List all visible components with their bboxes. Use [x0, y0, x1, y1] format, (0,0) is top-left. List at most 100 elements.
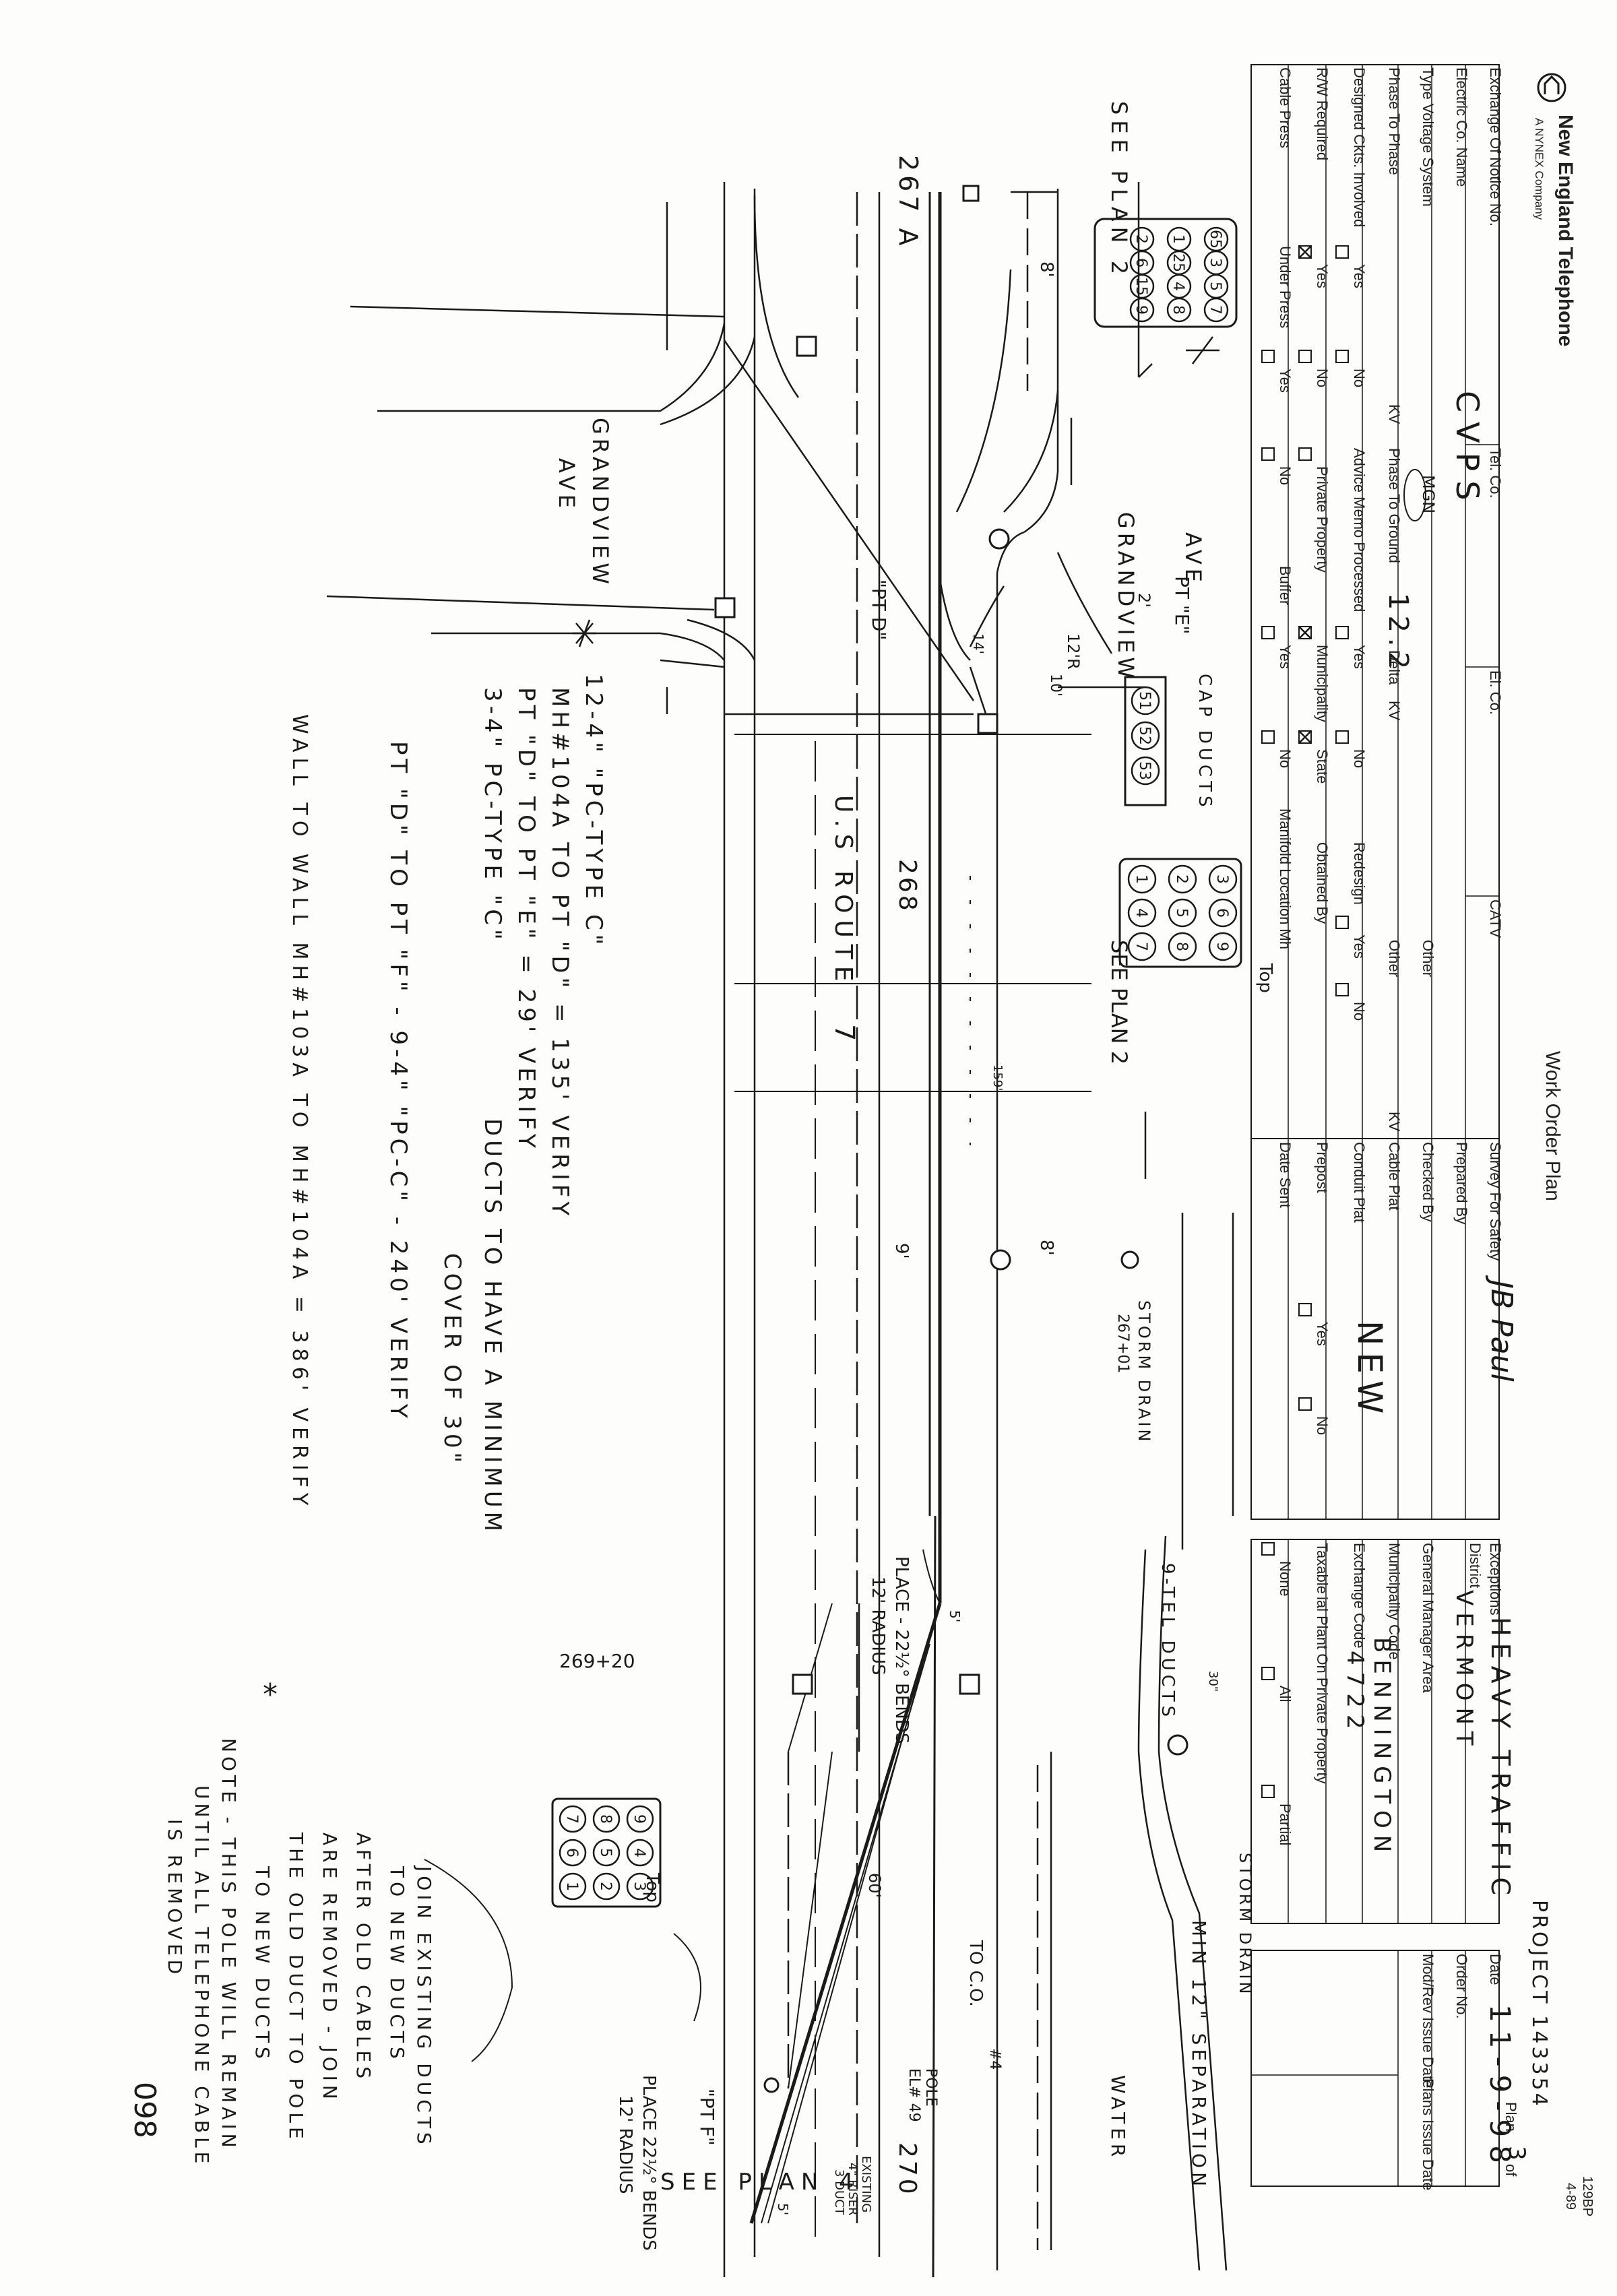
plan-of-label: of [1502, 2164, 1519, 2177]
tel-ducts-label: 9-TEL DUCTS [1158, 1563, 1178, 1721]
plan-label: Plan [1502, 2102, 1519, 2132]
storm-drain-station: 267+01 [1114, 1314, 1131, 1373]
grandview-ave-east-2: AVE [1180, 532, 1206, 586]
dim-10: 10' [1047, 674, 1064, 697]
form-number: 129BP [1580, 2176, 1595, 2217]
duct-number: 15 [1133, 277, 1149, 296]
duct-circle [592, 1805, 621, 1833]
duct-number: 2 [597, 1882, 614, 1891]
dim-5-a: 5' [947, 1610, 963, 1622]
prepared-by-label: Prepared By [1453, 1142, 1470, 1224]
delta-label: Delta [1386, 650, 1403, 685]
taxable-none-checkbox[interactable] [1261, 1542, 1275, 1556]
duct-number: 25 [1170, 253, 1186, 272]
rw-yes-checkbox[interactable] [1298, 245, 1312, 259]
designed-yes-label: Yes [1351, 264, 1368, 288]
redesign-yes-label: Yes [1351, 934, 1368, 959]
buffer-label: Buffer [1277, 566, 1294, 605]
separation-note: MIN 12" SEPARATION [1188, 1920, 1210, 2190]
district-value: VERMONT [1451, 1590, 1478, 1752]
prepost-no-label: No [1314, 1416, 1331, 1435]
advice-no-checkbox[interactable] [1335, 730, 1349, 744]
form-title: Work Order Plan [1542, 1051, 1564, 1201]
duct-circle [1131, 756, 1160, 786]
duct-circle [592, 1872, 621, 1901]
duct-number: 7 [563, 1814, 580, 1824]
duct-circle [1127, 864, 1157, 894]
asterisk-mark: * [263, 1678, 278, 1712]
manifold-location-label: Manifold Location Mh [1277, 808, 1294, 949]
taxable-all-checkbox[interactable] [1261, 1667, 1275, 1680]
buffer-yes-checkbox[interactable] [1261, 626, 1275, 639]
cable-plat-label: Cable Plat [1386, 1142, 1403, 1211]
cable-press-label: Cable Press [1277, 67, 1294, 148]
date-sent-label: Date Sent [1277, 1142, 1294, 1208]
taxable-partial-checkbox[interactable] [1261, 1785, 1275, 1798]
dim-8-a: 8' [1036, 261, 1056, 278]
under-press-no-checkbox[interactable] [1261, 447, 1275, 461]
tel-co-label: Tel. Co. [1487, 448, 1504, 499]
under-press-no-label: No [1277, 466, 1294, 485]
redesign-label: Redesign [1351, 842, 1368, 905]
duct-number: 4 [1133, 908, 1149, 918]
dim-9: 9' [891, 1243, 912, 1259]
designed-ckts-label: Designed Ckts. Involved [1351, 67, 1368, 227]
duct-circle [559, 1805, 587, 1833]
taxable-sublabel: ial Plant On Private Property [1314, 1597, 1331, 1784]
obtained-by-label: Obtained By [1314, 842, 1331, 924]
designed-no-label: No [1351, 369, 1368, 387]
right-form [1250, 1539, 1500, 1924]
electric-co-value: CVPS [1449, 391, 1486, 510]
advice-no-label: No [1351, 749, 1368, 768]
logo [1537, 73, 1566, 102]
pole-label: POLE [922, 2068, 939, 2107]
note-line-3: PT "D" TO PT "E" = 29' VERIFY [513, 687, 540, 1152]
duct-circle [1208, 898, 1238, 928]
designed-yes-checkbox[interactable] [1335, 245, 1349, 259]
rw-no-checkbox[interactable] [1298, 350, 1312, 363]
route-number: 7 [829, 1024, 860, 1041]
existing-riser-2: 4" RISER [846, 2163, 860, 2216]
conduit-plat-label: Conduit Plat [1351, 1142, 1368, 1223]
buffer-no-checkbox[interactable] [1261, 730, 1275, 744]
state-checkbox[interactable] [1298, 730, 1312, 744]
pole-note-2: UNTIL ALL TELEPHONE CABLE [191, 1785, 213, 2167]
buffer-no-label: No [1277, 749, 1294, 768]
duct-number: 8 [1170, 305, 1186, 315]
route-label: U.S ROUTE [829, 795, 857, 988]
el-co-label: El. Co. [1487, 670, 1504, 715]
duct-number: 8 [597, 1814, 614, 1824]
after-note-4: TO NEW DUCTS [251, 1865, 274, 2063]
after-note-2: ARE REMOVED - JOIN [319, 1832, 341, 2103]
advice-memo-label: Advice Memo Processed [1351, 448, 1368, 612]
note-line-8: WALL TO WALL MH#103A TO MH#104A = 386' V… [288, 714, 311, 1510]
prepost-label: Prepost [1314, 1142, 1331, 1193]
duct-number: 65 [1207, 230, 1224, 249]
kv-label-2: KV [1386, 701, 1403, 721]
redesign-yes-checkbox[interactable] [1335, 916, 1349, 929]
duct-circle [1208, 864, 1238, 894]
duct-circle [1129, 297, 1155, 323]
duct-number: 6 [563, 1848, 580, 1857]
advice-yes-checkbox[interactable] [1335, 626, 1349, 639]
join-arrow [424, 1859, 513, 2062]
exchange-notice-label: Exchange Of Notice No. [1487, 67, 1504, 226]
designed-no-checkbox[interactable] [1335, 350, 1349, 363]
duct-number: 7 [1133, 942, 1149, 951]
prepost-yes-checkbox[interactable] [1298, 1303, 1312, 1316]
other-label-2: Other [1386, 940, 1403, 977]
redesign-no-checkbox[interactable] [1335, 983, 1349, 996]
exceptions-value: HEAVY TRAFFIC [1486, 1617, 1515, 1902]
pole-note-3: IS REMOVED [164, 1819, 186, 1978]
municipality-checkbox[interactable] [1298, 626, 1312, 639]
prepost-no-checkbox[interactable] [1298, 1397, 1312, 1411]
dim-14: 14' [970, 633, 986, 654]
pt-e-label: PT "E" [1171, 576, 1193, 634]
manholes [714, 185, 1188, 2093]
join-note-2: TO NEW DUCTS [386, 1865, 408, 2063]
voltage-label: Type Voltage System [1420, 67, 1436, 207]
private-property-checkbox[interactable] [1298, 447, 1312, 461]
duct-number: 7 [1207, 305, 1224, 315]
mod-rev-issue-date-label: Mod/Rev Issue Date [1420, 1954, 1436, 2088]
under-press-yes-checkbox[interactable] [1261, 350, 1275, 363]
